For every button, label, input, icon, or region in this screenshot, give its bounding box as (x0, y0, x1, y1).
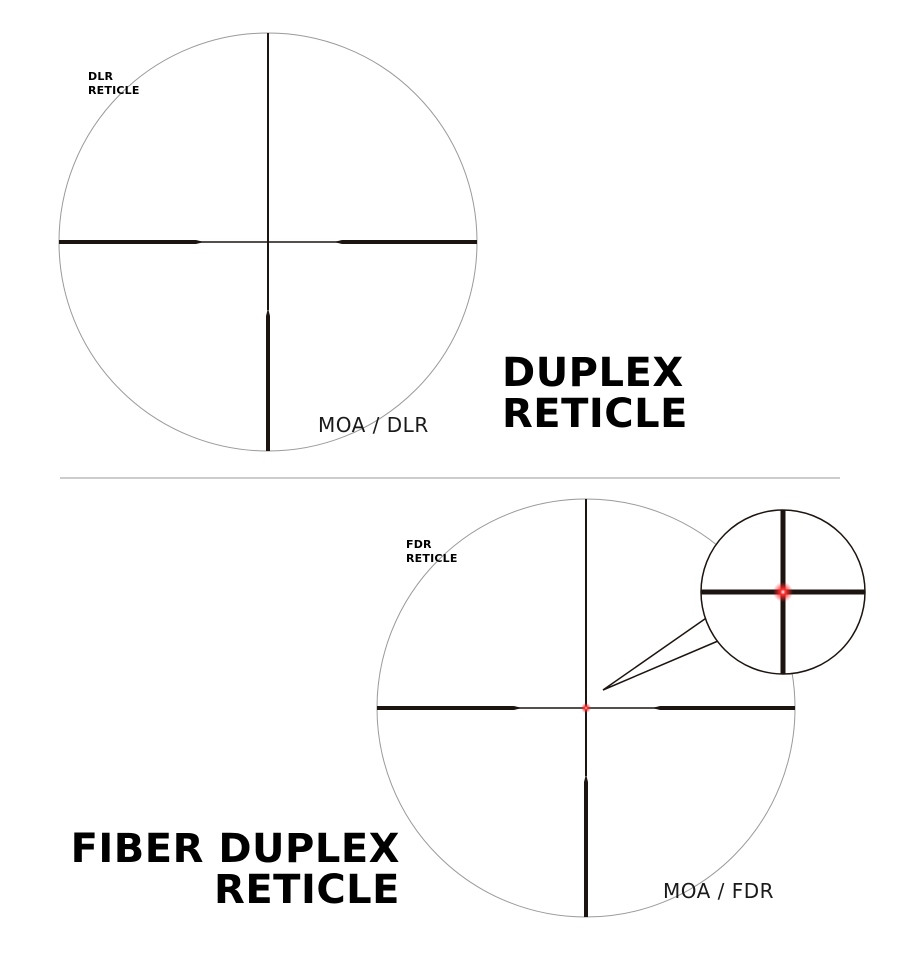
duplex-right-post (334, 240, 477, 244)
duplex-units-label: MOA / DLR (318, 413, 429, 437)
callout-fiber-dot (773, 582, 793, 602)
duplex-reticle: DLR RETICLE MOA / DLR DUPLEX RETICLE (58, 32, 688, 452)
fiber-right-post (652, 706, 795, 710)
fiber-tag-line2: RETICLE (406, 552, 458, 565)
fiber-center-dot (581, 703, 591, 713)
fiber-left-post (377, 706, 522, 710)
duplex-tag-line1: DLR (88, 70, 114, 83)
fiber-bottom-post (584, 774, 588, 917)
fiber-units-label: MOA / FDR (663, 879, 774, 903)
callout-pointer (602, 613, 719, 691)
fiber-duplex-reticle: FDR RETICLE MOA / FDR FIBER DUPLEX RETIC… (71, 498, 866, 918)
duplex-title-line1: DUPLEX (502, 350, 684, 396)
fiber-tag-line1: FDR (406, 538, 432, 551)
fiber-title-line2: RETICLE (214, 867, 400, 913)
duplex-left-post (59, 240, 204, 244)
duplex-title-line2: RETICLE (502, 391, 688, 437)
duplex-tag-line2: RETICLE (88, 84, 140, 97)
duplex-bottom-post (266, 308, 270, 451)
magnified-callout (602, 509, 866, 691)
fiber-title-line1: FIBER DUPLEX (71, 826, 400, 872)
